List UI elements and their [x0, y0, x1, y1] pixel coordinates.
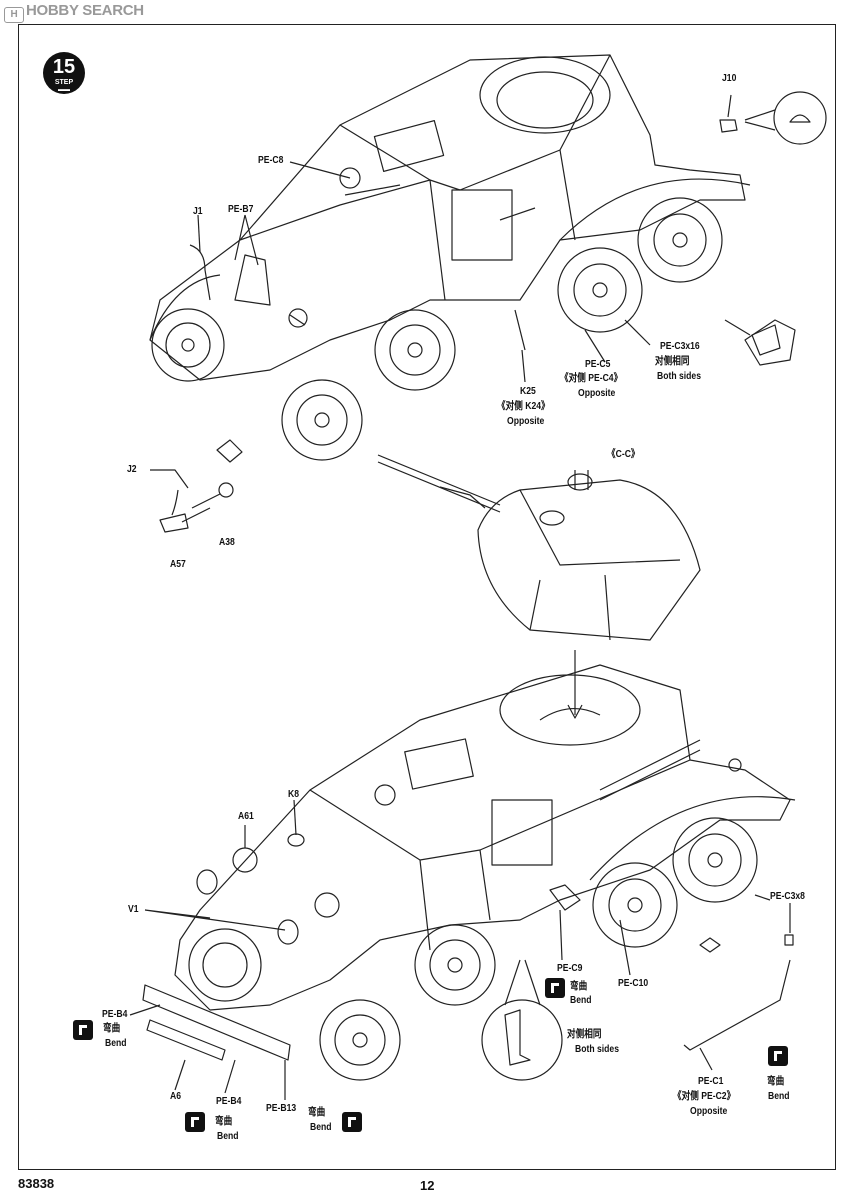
label-a57: A57 [170, 558, 186, 570]
label-pe-c3x16-en: Both sides [657, 370, 702, 382]
label-pe-b4-bottom-cn: 弯曲 [215, 1115, 233, 1127]
label-pe-c9-cn: 弯曲 [570, 980, 588, 992]
label-k8: K8 [288, 788, 300, 800]
bend-icon-pe-b4-bottom [185, 1112, 205, 1132]
label-pe-b13: PE-B13 [266, 1102, 297, 1114]
label-pe-c3x16: PE-C3x16 [660, 340, 700, 352]
lower-armored-car-drawing [142, 664, 796, 1081]
label-pe-b4-left: PE-B4 [102, 1008, 128, 1020]
step-badge: 15 STEP ▬▬ [43, 52, 85, 94]
label-pe-c3x8: PE-C3x8 [770, 890, 805, 902]
label-pe-b4-left-en: Bend [105, 1037, 127, 1049]
tank-icon: ▬▬ [58, 87, 70, 93]
page-number: 12 [420, 1178, 435, 1193]
label-pe-c3x16-cn: 对侧相同 [655, 355, 690, 367]
label-k25-cn: 《对侧 K24》 [497, 400, 550, 412]
bend-icon-pe-b4-left [73, 1020, 93, 1040]
label-pe-b4-bottom-en: Bend [217, 1130, 239, 1142]
hobby-search-logo-icon: H [4, 7, 24, 23]
label-a38: A38 [219, 536, 235, 548]
label-pe-b4-left-cn: 弯曲 [103, 1022, 121, 1034]
kit-number: 83838 [18, 1176, 55, 1191]
label-pe-c5-cn: 《对侧 PE-C4》 [560, 372, 623, 384]
label-pe-c8: PE-C8 [258, 154, 284, 166]
label-j10: J10 [722, 72, 737, 84]
label-j1: J1 [193, 205, 203, 217]
label-j2: J2 [127, 463, 137, 475]
label-pe-b13-en: Bend [310, 1121, 332, 1133]
bend-icon-right [768, 1046, 788, 1066]
watermark-text: HOBBY SEARCH [26, 2, 144, 19]
label-right-bend-en: Bend [768, 1090, 790, 1102]
label-pe-c9-en: Bend [570, 994, 592, 1006]
label-v1: V1 [128, 903, 139, 915]
label-pe-b4-bottom: PE-B4 [216, 1095, 242, 1107]
label-pe-c10: PE-C10 [618, 977, 649, 989]
label-pe-c1: PE-C1 [698, 1075, 724, 1087]
label-pe-c1-cn: 《对侧 PE-C2》 [673, 1090, 736, 1102]
page-frame [18, 24, 836, 1170]
label-pe-c1-en: Opposite [690, 1105, 728, 1117]
label-pe-c9: PE-C9 [557, 962, 583, 974]
label-k25-en: Opposite [507, 415, 545, 427]
label-k25: K25 [520, 385, 536, 397]
label-pe-c5: PE-C5 [585, 358, 611, 370]
step-word: STEP [54, 79, 74, 86]
label-pe-b13-cn: 弯曲 [308, 1106, 326, 1118]
label-a6: A6 [170, 1090, 182, 1102]
label-a61: A61 [238, 810, 254, 822]
label-c-c: 《C-C》 [607, 448, 640, 460]
step-number: 15 [52, 56, 76, 78]
label-pe-b7: PE-B7 [228, 203, 254, 215]
label-right-bend-cn: 弯曲 [767, 1075, 785, 1087]
bend-icon-pe-b13 [342, 1112, 362, 1132]
turret-drawing [377, 454, 701, 719]
upper-armored-car-drawing [149, 54, 827, 461]
bend-icon-pe-c9 [545, 978, 565, 998]
label-both-sides-cn: 对侧相同 [567, 1028, 602, 1040]
label-both-sides-en: Both sides [575, 1043, 620, 1055]
label-pe-c5-en: Opposite [578, 387, 616, 399]
